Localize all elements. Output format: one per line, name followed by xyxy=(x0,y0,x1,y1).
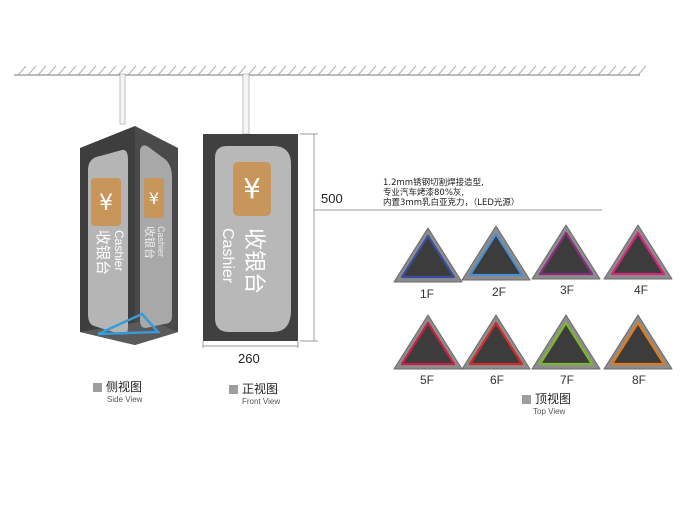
svg-text:¥: ¥ xyxy=(149,189,159,208)
top-view-triangle-5f xyxy=(393,314,463,370)
front-view-subtitle: Front View xyxy=(242,397,281,406)
top-view-triangle-2f xyxy=(461,225,531,281)
top-view-title: 顶视图 xyxy=(535,392,572,406)
spec-note-line: 1.2mm锈钢切割焊接造型, xyxy=(383,178,484,188)
side-view-caption: 侧视图 Side View xyxy=(93,378,142,404)
front-view-title: 正视图 xyxy=(242,382,279,396)
top-view-triangle-4f xyxy=(603,224,673,280)
spec-note: 1.2mm锈钢切割焊接造型, 专业汽车烤漆80%灰, 内置3mm乳白亚克力，（L… xyxy=(383,178,519,208)
top-view-subtitle: Top View xyxy=(533,407,566,416)
front-view-caption: 正视图 Front View xyxy=(229,380,280,406)
svg-text:收银台: 收银台 xyxy=(94,230,112,275)
top-view-triangle-6f xyxy=(461,314,531,370)
floor-label-7f: 7F xyxy=(559,373,574,387)
front-view-sign: ¥ 收银台 Cashier xyxy=(203,73,298,341)
floor-label-3f: 3F xyxy=(559,283,574,297)
svg-text:收银台: 收银台 xyxy=(143,226,157,259)
caption-marker xyxy=(522,395,531,404)
width-dimension: 260 xyxy=(238,351,260,366)
side-view-subtitle: Side View xyxy=(107,395,143,404)
floor-label-2f: 2F xyxy=(491,285,506,299)
top-view-triangle-3f xyxy=(531,224,601,280)
floor-label-4f: 4F xyxy=(633,283,648,297)
svg-text:¥: ¥ xyxy=(243,172,261,205)
svg-text:Cashier: Cashier xyxy=(219,228,236,284)
svg-text:Cashier: Cashier xyxy=(156,226,166,257)
top-view-triangle-7f xyxy=(531,314,601,370)
floor-label-5f: 5F xyxy=(419,373,434,387)
caption-marker xyxy=(229,385,238,394)
side-view-sign: ¥ ¥ 收银台 Cashier 收银台 Cashier xyxy=(80,73,178,345)
side-view-title: 侧视图 xyxy=(106,380,143,394)
top-view-caption: 顶视图 Top View xyxy=(522,390,571,416)
svg-text:¥: ¥ xyxy=(99,191,113,216)
top-view-triangle-8f xyxy=(603,314,673,370)
spec-note-line: 专业汽车烤漆80%灰, xyxy=(383,188,465,198)
caption-marker xyxy=(93,383,102,392)
ceiling xyxy=(14,65,647,76)
floor-label-1f: 1F xyxy=(419,287,434,301)
floor-label-6f: 6F xyxy=(489,373,504,387)
top-view-triangle-1f xyxy=(393,227,463,283)
svg-text:Cashier: Cashier xyxy=(112,230,126,271)
floor-label-8f: 8F xyxy=(631,373,646,387)
height-dimension: 500 xyxy=(321,191,343,206)
spec-note-line: 内置3mm乳白亚克力，（LED光源） xyxy=(383,198,520,208)
svg-text:收银台: 收银台 xyxy=(241,228,266,294)
